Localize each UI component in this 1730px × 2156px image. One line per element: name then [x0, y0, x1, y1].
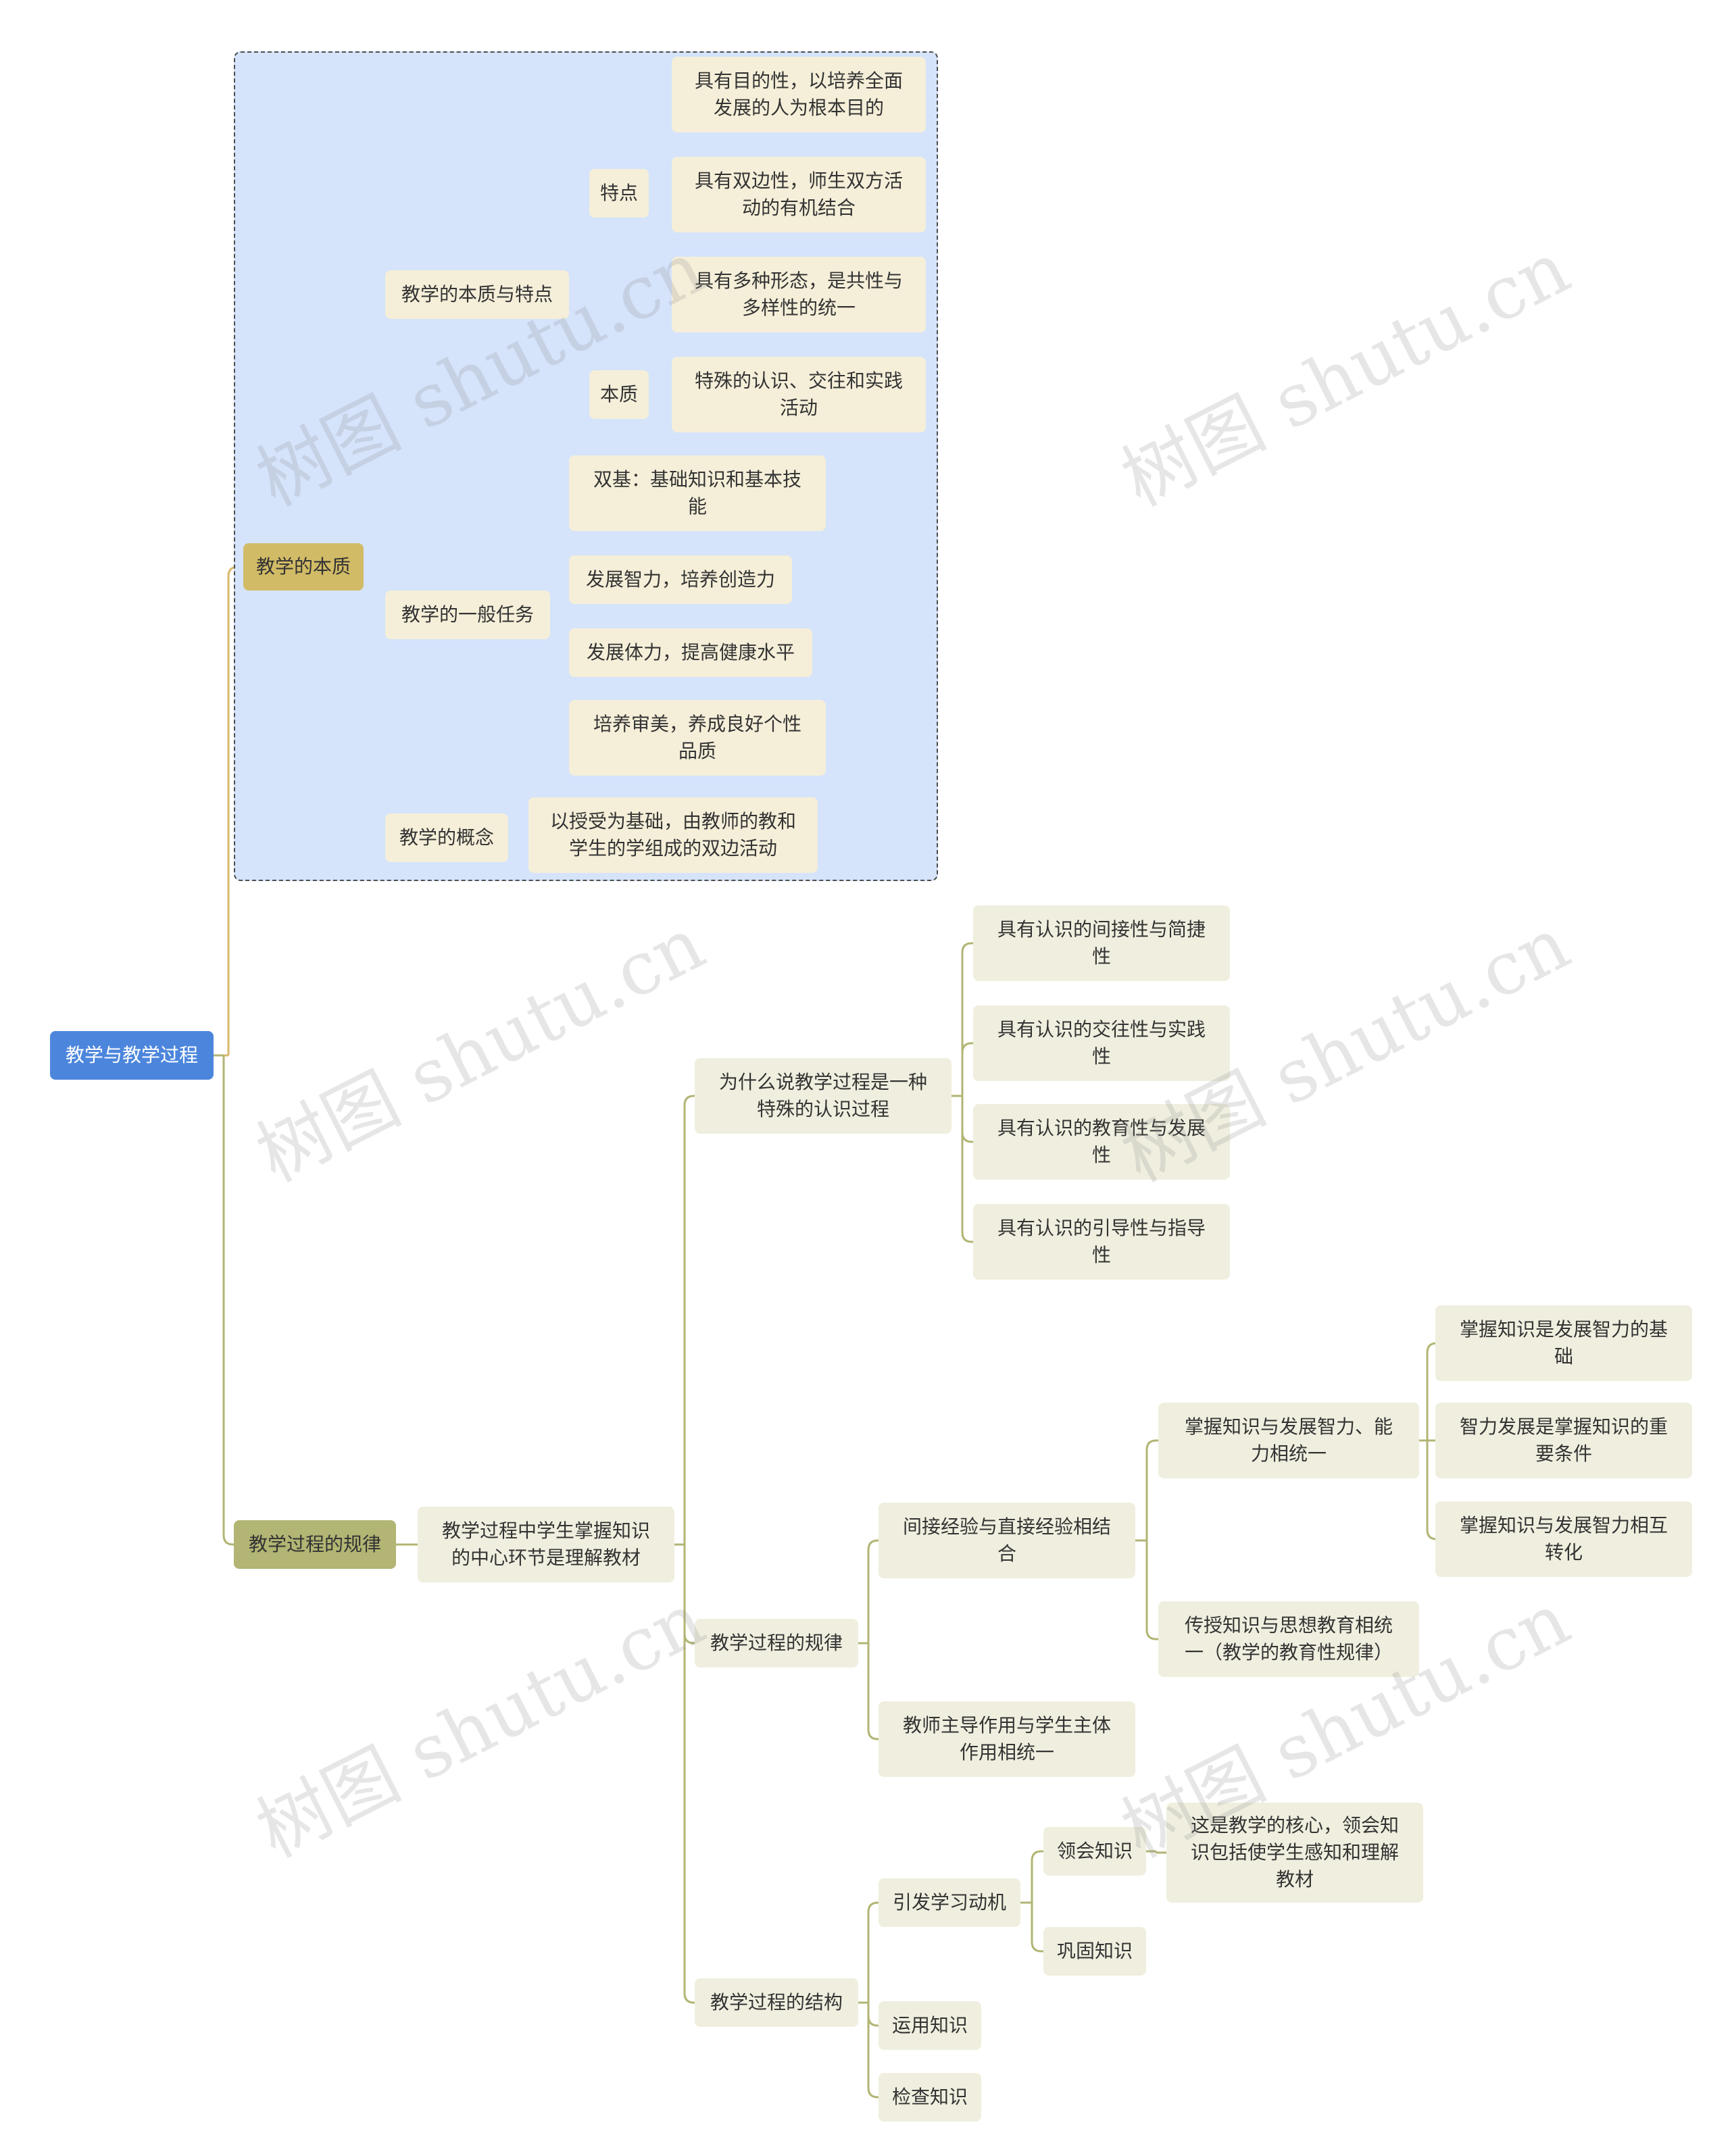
connector-line: [683, 1095, 695, 1545]
connector-line: [867, 2003, 879, 2027]
law-experience[interactable]: 间接经验与直接经验相结 合: [879, 1503, 1135, 1578]
task-item[interactable]: 发展体力，提高健康水平: [569, 628, 812, 677]
connector-line: [867, 1643, 879, 1740]
connector-line: [867, 1539, 879, 1643]
connector-line: [961, 1042, 973, 1096]
connector-line: [961, 942, 973, 1096]
topic-central-link[interactable]: 教学过程中学生掌握知识 的中心环节是理解教材: [418, 1507, 674, 1582]
law-teacher-student[interactable]: 教师主导作用与学生主体 作用相统一: [879, 1701, 1135, 1777]
comprehend-detail[interactable]: 这是教学的核心，领会知 识包括使学生感知和理解 教材: [1166, 1803, 1423, 1903]
connector-line: [961, 1096, 973, 1243]
concept-item[interactable]: 以授受为基础，由教师的教和 学生的学组成的双边活动: [528, 797, 818, 873]
essence-item[interactable]: 特殊的认识、交往和实践 活动: [672, 357, 926, 432]
connector-line: [1031, 1850, 1043, 1903]
task-item[interactable]: 培养审美，养成良好个性 品质: [569, 700, 826, 776]
knowledge-intellect-item[interactable]: 掌握知识是发展智力的基 础: [1435, 1305, 1692, 1381]
connector-line: [1145, 1439, 1158, 1540]
branch-process-laws[interactable]: 教学过程的规律: [234, 1520, 396, 1569]
feature-item[interactable]: 具有多种形态，是共性与 多样性的统一: [672, 257, 926, 332]
structure-apply[interactable]: 运用知识: [879, 2001, 981, 2050]
why-item[interactable]: 具有认识的间接性与简捷 性: [973, 905, 1230, 981]
connector-line: [867, 1901, 879, 2003]
connector-line: [867, 2003, 879, 2099]
knowledge-intellect-item[interactable]: 智力发展是掌握知识的重 要条件: [1435, 1403, 1692, 1478]
topic-why-special-cognition[interactable]: 为什么说教学过程是一种 特殊的认识过程: [695, 1058, 952, 1134]
why-item[interactable]: 具有认识的交往性与实践 性: [973, 1005, 1230, 1081]
law-knowledge-intellect[interactable]: 掌握知识与发展智力、能 力相统一: [1158, 1403, 1419, 1478]
connector-line: [683, 1545, 695, 1645]
why-item[interactable]: 具有认识的引导性与指导 性: [973, 1204, 1230, 1280]
connector-line: [1031, 1903, 1043, 1953]
topic-essence-features[interactable]: 教学的本质与特点: [385, 270, 569, 319]
topic-process-laws[interactable]: 教学过程的规律: [695, 1619, 858, 1668]
structure-check[interactable]: 检查知识: [879, 2073, 981, 2122]
connector-line: [961, 1096, 973, 1143]
structure-motivation[interactable]: 引发学习动机: [879, 1878, 1020, 1927]
connector-line: [1155, 1851, 1166, 1854]
root-topic[interactable]: 教学与教学过程: [50, 1031, 214, 1080]
topic-essence[interactable]: 本质: [589, 370, 649, 419]
knowledge-intellect-item[interactable]: 掌握知识与发展智力相互 转化: [1435, 1501, 1692, 1577]
branch-teaching-nature[interactable]: 教学的本质: [243, 543, 364, 591]
topic-process-structure[interactable]: 教学过程的结构: [695, 1978, 858, 2027]
why-item[interactable]: 具有认识的教育性与发展 性: [973, 1104, 1230, 1180]
task-item[interactable]: 双基：基础知识和基本技 能: [569, 455, 826, 531]
task-item[interactable]: 发展智力，培养创造力: [569, 555, 792, 604]
connector-line: [1145, 1540, 1158, 1640]
connector-line: [683, 1545, 695, 2004]
structure-consolidate[interactable]: 巩固知识: [1043, 1927, 1146, 1976]
topic-concept[interactable]: 教学的概念: [385, 813, 508, 862]
topic-features[interactable]: 特点: [589, 169, 649, 218]
feature-item[interactable]: 具有双边性，师生双方活 动的有机结合: [672, 157, 926, 232]
structure-comprehend[interactable]: 领会知识: [1043, 1827, 1146, 1876]
feature-item[interactable]: 具有目的性，以培养全面 发展的人为根本目的: [672, 57, 926, 132]
connector-line: [222, 1055, 234, 1546]
topic-general-tasks[interactable]: 教学的一般任务: [385, 591, 550, 639]
law-moral-education[interactable]: 传授知识与思想教育相统 一（教学的教育性规律）: [1158, 1601, 1419, 1677]
